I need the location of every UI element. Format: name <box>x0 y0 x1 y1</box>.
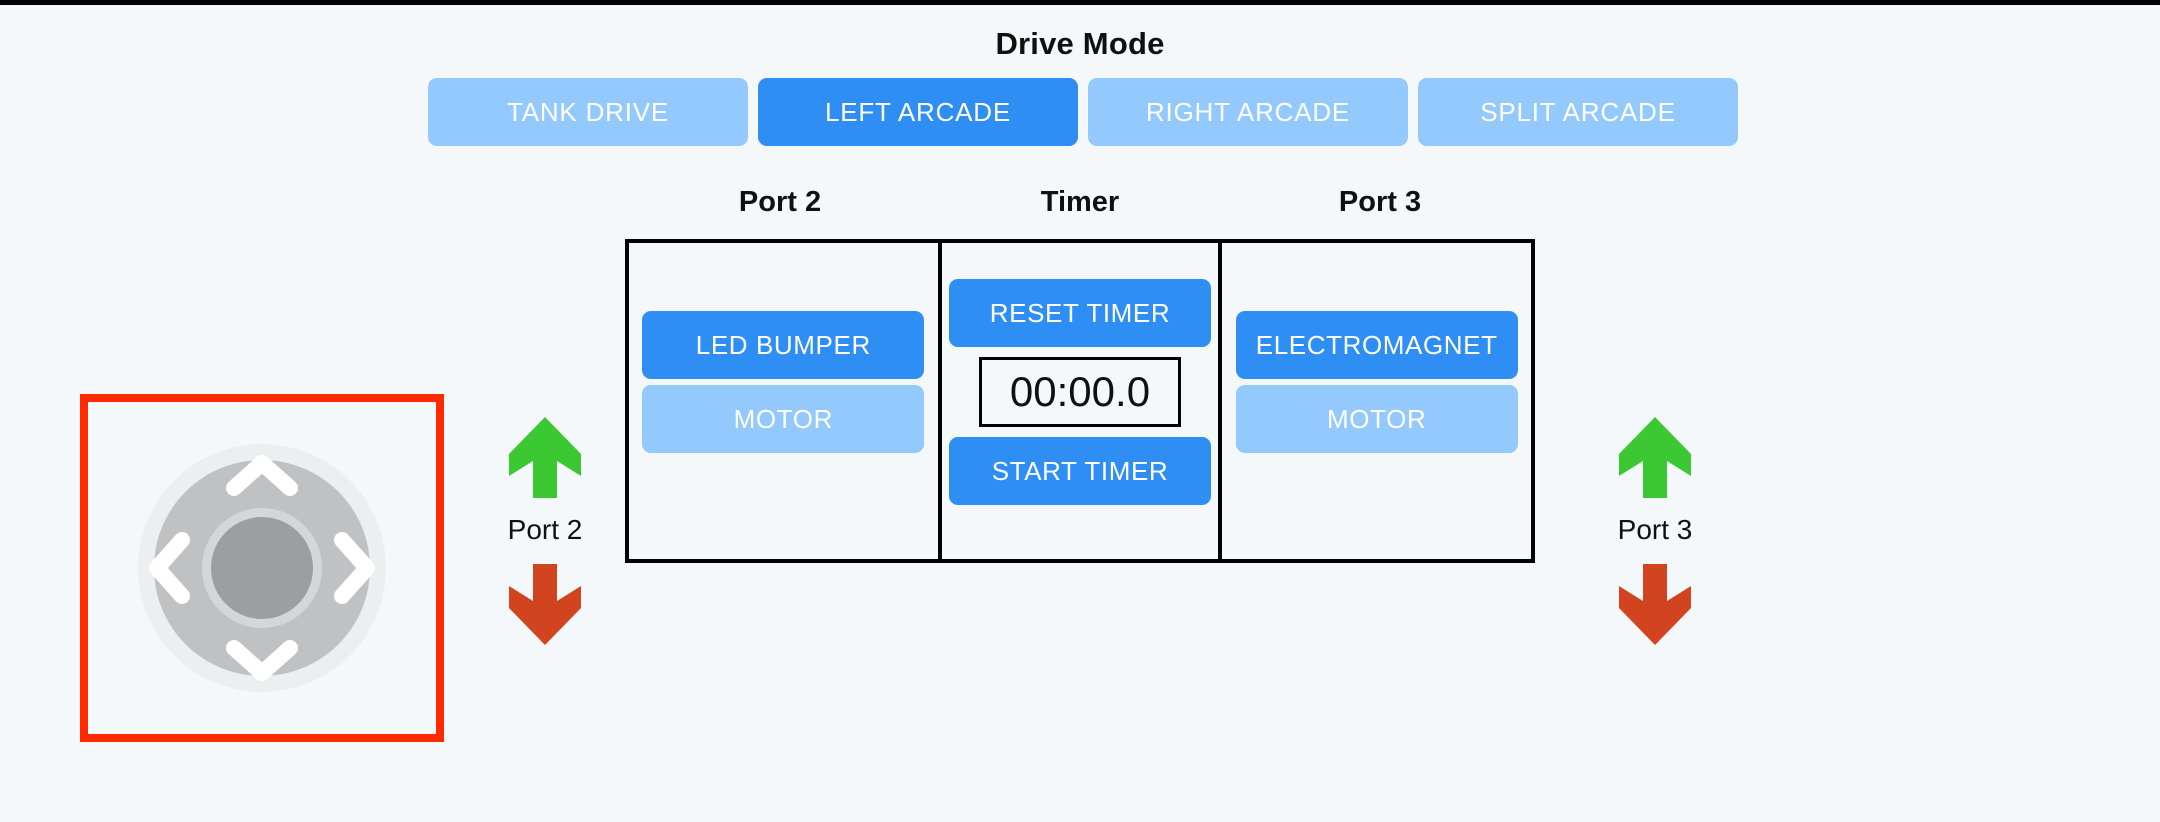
port-3-button-stack: ELECTROMAGNET MOTOR <box>1222 311 1531 453</box>
panel-column-timer: RESET TIMER 00:00.0 START TIMER <box>937 243 1223 559</box>
timer-display: 00:00.0 <box>979 357 1181 427</box>
drive-mode-left-arcade[interactable]: LEFT ARCADE <box>758 78 1078 146</box>
top-bar <box>0 0 2160 5</box>
drive-mode-button-group: TANK DRIVE LEFT ARCADE RIGHT ARCADE SPLI… <box>428 78 1738 146</box>
port-3-label: Port 3 <box>1617 514 1693 545</box>
column-header-port-2: Port 2 <box>738 186 822 218</box>
column-header-port-3: Port 3 <box>1338 186 1422 218</box>
port-3-arrow-group: Port 3 <box>1570 414 1740 648</box>
dpad-left-icon[interactable] <box>149 532 190 604</box>
port-3-up-button[interactable] <box>1617 414 1693 500</box>
port-3-electromagnet-button[interactable]: ELECTROMAGNET <box>1235 311 1518 379</box>
port-2-button-stack: LED BUMPER MOTOR <box>629 311 938 453</box>
port-2-arrow-group: Port 2 <box>460 414 630 648</box>
dpad-down-icon[interactable] <box>226 640 298 681</box>
start-timer-button[interactable]: START TIMER <box>949 437 1211 505</box>
up-arrow-icon <box>509 417 581 498</box>
port-2-motor-button[interactable]: MOTOR <box>642 385 925 453</box>
drive-mode-title: Drive Mode <box>995 26 1165 61</box>
down-arrow-icon <box>509 564 581 645</box>
port-2-label: Port 2 <box>507 514 583 545</box>
drive-mode-split-arcade[interactable]: SPLIT ARCADE <box>1418 78 1738 146</box>
dpad-right-icon[interactable] <box>334 532 375 604</box>
dpad-up-icon[interactable] <box>226 455 298 496</box>
control-panel: LED BUMPER MOTOR RESET TIMER 00:00.0 STA… <box>625 239 1535 563</box>
panel-column-headers: Port 2 Timer Port 3 <box>625 186 1535 219</box>
port-2-down-button[interactable] <box>507 562 583 648</box>
port-3-down-button[interactable] <box>1617 562 1693 648</box>
dpad-center-button[interactable] <box>211 517 313 619</box>
drive-mode-right-arcade[interactable]: RIGHT ARCADE <box>1088 78 1408 146</box>
port-2-led-bumper-button[interactable]: LED BUMPER <box>642 311 925 379</box>
panel-column-port-3: ELECTROMAGNET MOTOR <box>1222 243 1531 559</box>
dpad-highlight-frame <box>80 394 444 742</box>
timer-stack: RESET TIMER 00:00.0 START TIMER <box>942 279 1219 505</box>
up-arrow-icon <box>1619 417 1691 498</box>
drive-mode-tank-drive[interactable]: TANK DRIVE <box>428 78 748 146</box>
panel-column-port-2: LED BUMPER MOTOR <box>629 243 938 559</box>
down-arrow-icon <box>1619 564 1691 645</box>
directional-pad[interactable] <box>137 443 387 693</box>
reset-timer-button[interactable]: RESET TIMER <box>949 279 1211 347</box>
column-header-timer: Timer <box>1040 186 1120 218</box>
port-3-motor-button[interactable]: MOTOR <box>1235 385 1518 453</box>
port-2-up-button[interactable] <box>507 414 583 500</box>
